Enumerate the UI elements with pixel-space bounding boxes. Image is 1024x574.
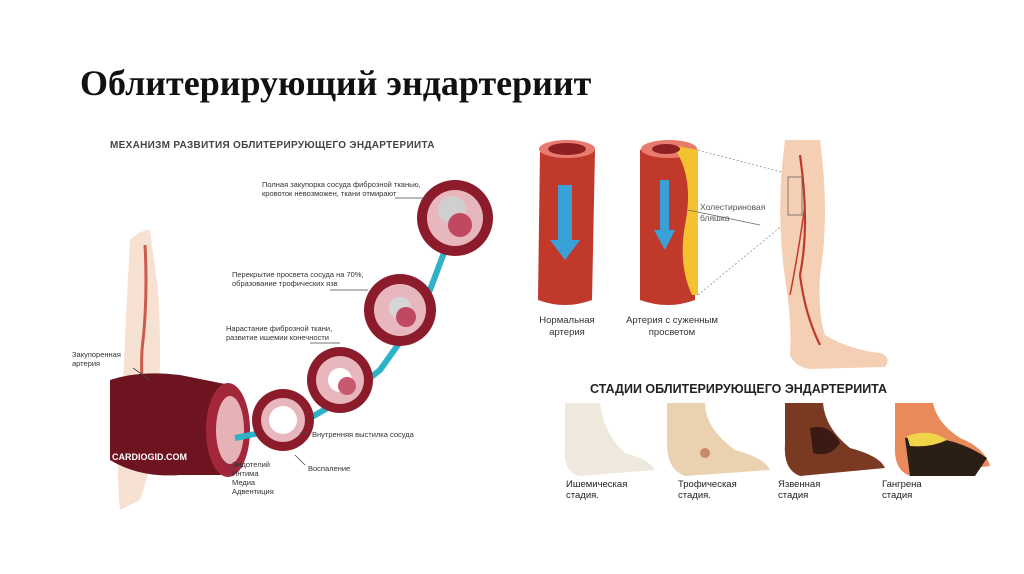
mechanism-title: МЕХАНИЗМ РАЗВИТИЯ ОБЛИТЕРИРУЮЩЕГО ЭНДАРТ… (110, 140, 435, 151)
label-blocked-artery: Закупоренная артерия (72, 350, 121, 368)
normal-artery-drawing (538, 140, 595, 305)
cross-section-1 (252, 389, 314, 451)
cross-section-3 (364, 274, 436, 346)
label-plaque: Холестириновая бляшка (700, 202, 765, 224)
artery-drawing (520, 135, 910, 375)
callout-full-blockage: Полная закупорка сосуда фиброзной тканью… (262, 180, 421, 198)
feet-drawing (555, 398, 995, 483)
callout-70-percent: Перекрытие просвета сосуда на 70%, образ… (232, 270, 364, 288)
slide-title: Облитерирующий эндартериит (80, 62, 591, 104)
narrowed-artery-drawing (640, 140, 698, 305)
stage-ischemic-label: Ишемическая стадия. (566, 479, 627, 501)
label-inflammation: Воспаление (308, 464, 350, 473)
stage-ulcer-label: Язвенная стадия (778, 479, 820, 501)
stage-gangrene-label: Гангрена стадия (882, 479, 922, 501)
stages-title: СТАДИИ ОБЛИТЕРИРУЮЩЕГО ЭНДАРТЕРИИТА (590, 382, 887, 396)
foot-ulcer (785, 403, 885, 476)
foot-ischemic (565, 403, 655, 476)
stage-trophic-label: Трофическая стадия. (678, 479, 737, 501)
foot-gangrene (895, 403, 990, 476)
foot-trophic (667, 403, 770, 476)
cross-section-2 (307, 347, 373, 413)
cross-section-4 (417, 180, 493, 256)
stages-row (555, 398, 995, 483)
watermark: CARDIOGID.COM (112, 452, 187, 462)
callout-fibrous-growth: Нарастание фиброзной ткани, развитие ише… (226, 324, 332, 342)
label-normal-artery: Нормальная артерия (532, 315, 602, 339)
label-narrowed-artery: Артерия с суженным просветом (612, 315, 732, 339)
layer-labels: Эндотелий Интима Медиа Адвентиция (232, 460, 274, 496)
artery-comparison (520, 135, 910, 375)
label-inner-lining: Внутренняя выстилка сосуда (312, 430, 414, 439)
leg-drawing (780, 140, 887, 369)
